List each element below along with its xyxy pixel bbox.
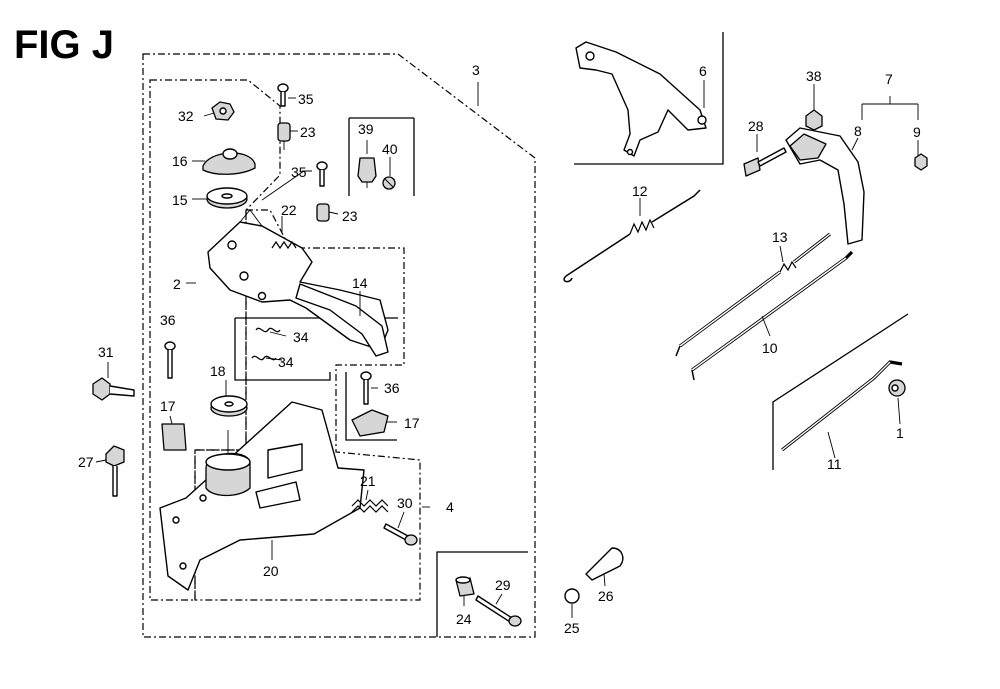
callout-35-top: 35: [298, 91, 314, 107]
callout-30: 30: [397, 495, 413, 511]
callout-15: 15: [172, 192, 188, 208]
part-27-bolt: [105, 445, 125, 497]
callout-7: 7: [885, 71, 893, 87]
part-26-knob: [585, 547, 624, 581]
figure-title: FIG J: [14, 23, 114, 67]
box-14-outline-side: [234, 318, 331, 381]
callout-13: 13: [772, 229, 788, 245]
callout-34-bottom: 34: [278, 354, 294, 370]
part-16-mount: [202, 148, 256, 175]
callout-25: 25: [564, 620, 580, 636]
part-32-nut: [211, 101, 235, 121]
part-24-collar: [455, 576, 475, 597]
assembly-3-outline: [142, 53, 536, 638]
callout-20: 20: [263, 563, 279, 579]
callout-11: 11: [827, 456, 842, 472]
callout-6: 6: [699, 63, 707, 79]
callout-32: 32: [178, 108, 194, 124]
callout-4: 4: [446, 499, 454, 515]
part-25-cap: [564, 588, 580, 604]
part-29-bolt: [475, 595, 522, 627]
part-17-clip-right: [351, 409, 389, 437]
callout-10: 10: [762, 340, 778, 356]
part-13-10-rods: [675, 232, 854, 381]
callout-16: 16: [172, 153, 188, 169]
callout-38: 38: [806, 68, 822, 84]
box-39-40-outline: [348, 117, 415, 196]
part-18-washer: [210, 395, 248, 417]
callout-18: 18: [210, 363, 226, 379]
callout-3: 3: [472, 62, 480, 78]
part-38-nut: [805, 109, 823, 131]
box-11-outline: [772, 313, 909, 470]
part-12-rod-spring: [563, 189, 701, 283]
callout-22: 22: [281, 202, 297, 218]
part-23-fitting-mid: [316, 203, 330, 222]
callout-27: 27: [78, 454, 94, 470]
part-30-bolt: [383, 523, 418, 546]
group-outlines: [142, 32, 909, 638]
callout-8: 8: [854, 123, 862, 139]
part-31-bolt: [92, 377, 135, 401]
callout-26: 26: [598, 588, 614, 604]
callout-23-mid: 23: [342, 208, 358, 224]
part-28-bolt: [743, 147, 787, 177]
callout-14: 14: [352, 275, 368, 291]
part-11-rod: [781, 360, 903, 452]
callout-labels: 32 35 23 16 15 35 23 22 39 40 14 34 34 2…: [78, 62, 921, 636]
callout-17-right: 17: [404, 415, 420, 431]
part-21-spring: [351, 499, 389, 513]
part-34-springs: [251, 327, 281, 361]
part-35-bolt-top: [277, 83, 289, 107]
part-36-bolt-right: [360, 371, 372, 405]
box-17-outline: [345, 372, 397, 441]
callout-34-top: 34: [293, 329, 309, 345]
callout-36-left: 36: [160, 312, 176, 328]
callout-23-top: 23: [300, 124, 316, 140]
callout-40: 40: [382, 141, 398, 157]
part-14-lever: [295, 283, 389, 357]
box-24-29-outline: [436, 551, 528, 637]
part-20-base-plate: [159, 401, 365, 591]
callout-2: 2: [173, 276, 181, 292]
part-8-lever: [785, 127, 865, 245]
callout-9: 9: [913, 124, 921, 140]
assembly-2-outline: [149, 79, 281, 601]
part-6-bracket: [575, 41, 707, 157]
callout-12: 12: [632, 183, 648, 199]
part-9-nut: [914, 153, 928, 171]
part-1-nut: [888, 379, 906, 397]
part-15-washer: [206, 187, 248, 209]
leader-lines: [95, 80, 919, 618]
part-35-bolt-mid: [316, 161, 328, 187]
callout-29: 29: [495, 577, 511, 593]
part-23-fitting-top: [277, 122, 291, 150]
callout-35-mid: 35: [291, 164, 307, 180]
part-17-clip-left: [161, 423, 187, 451]
callout-17-left: 17: [160, 398, 176, 414]
part-39-cap: [357, 157, 377, 188]
part-36-bolt-left: [164, 341, 176, 379]
callout-1: 1: [896, 425, 904, 441]
callout-39: 39: [358, 121, 374, 137]
callout-28: 28: [748, 118, 764, 134]
callout-21: 21: [360, 473, 376, 489]
callout-36-right: 36: [384, 380, 400, 396]
callout-31: 31: [98, 344, 114, 360]
part-40-screw: [382, 176, 396, 190]
callout-24: 24: [456, 611, 472, 627]
box-6-outline: [574, 32, 724, 165]
